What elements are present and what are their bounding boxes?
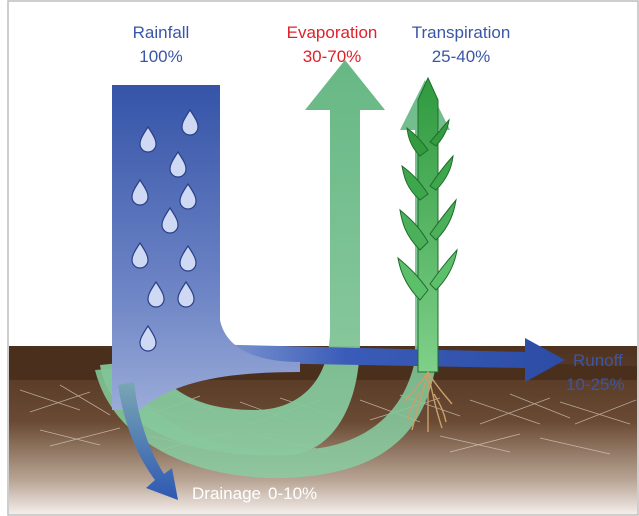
raindrop-icon [181,108,199,136]
evaporation-label: Evaporation [287,23,378,42]
runoff-label: Runoff [573,351,623,370]
runoff-arrow [200,338,565,382]
raindrops [131,108,199,352]
transpiration-label: Transpiration [412,23,511,42]
runoff-value: 10-25% [566,375,625,394]
raindrop-icon [179,244,197,272]
raindrop-icon [139,125,157,153]
raindrop-icon [169,150,187,178]
corn-plant-icon [397,76,458,373]
evaporation-flow [95,60,450,479]
drainage-value: 0-10% [268,484,317,503]
rainfall-value: 100% [139,47,182,66]
raindrop-icon [147,280,165,308]
evaporation-value: 30-70% [303,47,362,66]
drainage-label: Drainage [192,484,261,503]
rainfall-flow [112,85,300,410]
rainfall-label: Rainfall [133,23,190,42]
raindrop-icon [177,280,195,308]
raindrop-icon [179,182,197,210]
raindrop-icon [139,324,157,352]
roots-icon [403,371,453,432]
raindrop-icon [161,206,179,234]
transpiration-value: 25-40% [432,47,491,66]
drainage-arrow [118,382,178,500]
raindrop-icon [131,241,149,269]
raindrop-icon [131,178,149,206]
